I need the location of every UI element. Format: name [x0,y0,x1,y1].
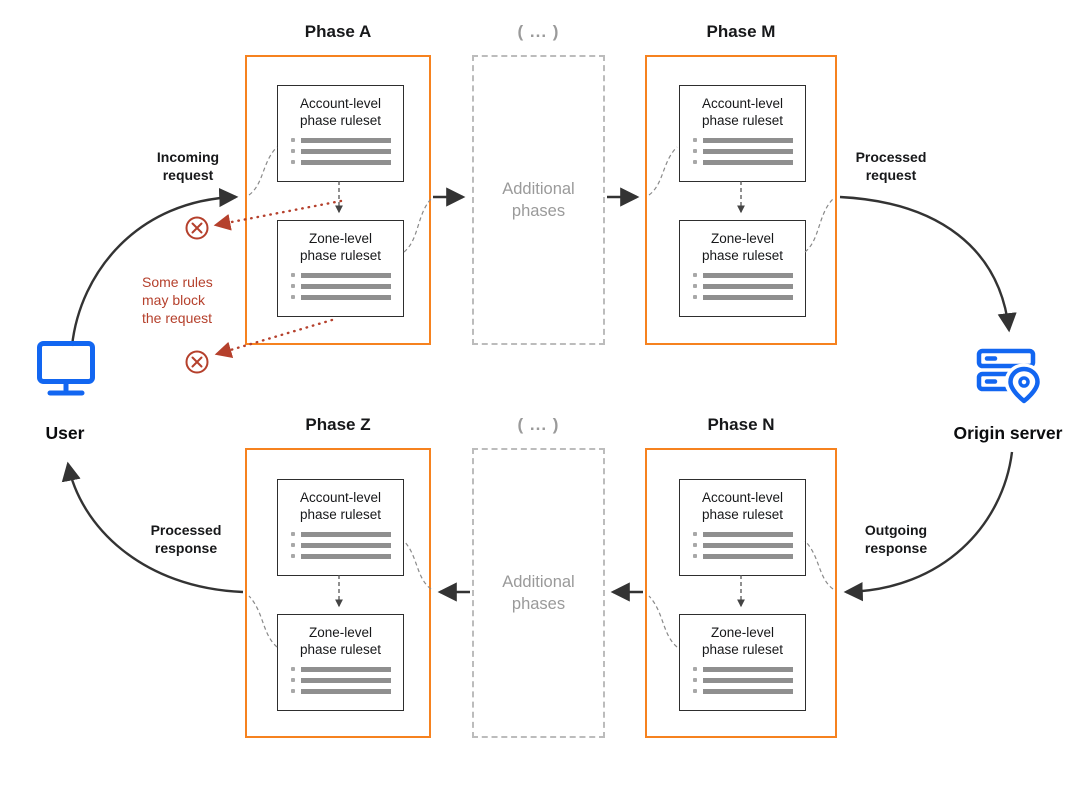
ruleset-lines [290,137,391,165]
phase-m-zone-ruleset: Zone-level phase ruleset [679,220,806,317]
ruleset-line [692,283,793,289]
ruleset-line [692,666,793,672]
ruleset-line [692,159,793,165]
ruleset-line [290,294,391,300]
phase-a-title: Phase A [304,22,372,41]
phase-n-zone-ruleset: Zone-level phase ruleset [679,614,806,711]
phase-m-title: Phase M [706,22,776,41]
ruleset-line [290,688,391,694]
phase-n-account-ruleset: Account-level phase ruleset [679,479,806,576]
blocked-icon-1 [185,216,209,240]
ruleset-line [290,666,391,672]
arrow-phase-m-to-origin [839,195,1017,333]
ruleset-line [290,553,391,559]
phase-a-account-ruleset: Account-level phase ruleset [277,85,404,182]
additional-top-header: ( ... ) [517,22,560,41]
location-pin-icon [1008,366,1040,404]
ruleset-line [290,272,391,278]
location-pin-halo [1004,363,1044,409]
ruleset-lines [692,137,793,165]
phase-z-account-ruleset: Account-level phase ruleset [277,479,404,576]
ruleset-line [290,542,391,548]
phase-m-account-ruleset: Account-level phase ruleset [679,85,806,182]
ruleset-line [692,688,793,694]
phase-a-box: Account-level phase ruleset Zone-level p… [245,55,431,345]
additional-phases-top-box: Additional phases [472,55,605,345]
incoming-request-label: Incoming request [156,149,220,184]
zone-ruleset-title: Zone-level phase ruleset [299,231,382,264]
ruleset-line [290,677,391,683]
ruleset-line [692,272,793,278]
zone-ruleset-title: Zone-level phase ruleset [701,231,784,264]
ruleset-line [692,553,793,559]
account-ruleset-title: Account-level phase ruleset [299,490,382,523]
ruleset-lines [290,666,391,694]
ruleset-line [692,542,793,548]
phase-z-zone-ruleset: Zone-level phase ruleset [277,614,404,711]
phase-z-box: Account-level phase ruleset Zone-level p… [245,448,431,738]
phase-z-title: Phase Z [305,415,371,434]
user-monitor-icon [37,341,95,396]
blocked-icon-2 [185,350,209,374]
ruleset-line [290,531,391,537]
ruleset-line [692,137,793,143]
ruleset-lines [692,666,793,694]
zone-ruleset-title: Zone-level phase ruleset [701,625,784,658]
account-ruleset-title: Account-level phase ruleset [701,96,784,129]
phase-a-zone-ruleset: Zone-level phase ruleset [277,220,404,317]
account-ruleset-title: Account-level phase ruleset [299,96,382,129]
origin-server-label: Origin server [953,423,1063,443]
outgoing-response-label: Outgoing response [864,522,928,557]
user-label: User [45,423,85,443]
processed-response-label: Processed response [150,522,222,557]
ruleset-line [692,148,793,154]
phase-m-box: Account-level phase ruleset Zone-level p… [645,55,837,345]
account-ruleset-title: Account-level phase ruleset [701,490,784,523]
additional-bottom-header: ( ... ) [517,415,560,434]
additional-phases-label: Additional phases [502,179,575,220]
ruleset-line [290,137,391,143]
phase-n-box: Account-level phase ruleset Zone-level p… [645,448,837,738]
ruleset-line [692,677,793,683]
processed-request-label: Processed request [855,149,927,184]
origin-server-icon [976,348,1044,409]
additional-phases-label: Additional phases [502,572,575,613]
ruleset-line [290,159,391,165]
ruleset-line [290,148,391,154]
ruleset-lines [692,531,793,559]
additional-phases-bottom-box: Additional phases [472,448,605,738]
ruleset-lines [290,531,391,559]
ruleset-line [692,531,793,537]
zone-ruleset-title: Zone-level phase ruleset [299,625,382,658]
ruleset-lines [692,272,793,300]
block-warning-text: Some rules may block the request [142,274,213,327]
ruleset-line [290,283,391,289]
ruleset-lines [290,272,391,300]
phase-n-title: Phase N [707,415,775,434]
ruleset-line [692,294,793,300]
